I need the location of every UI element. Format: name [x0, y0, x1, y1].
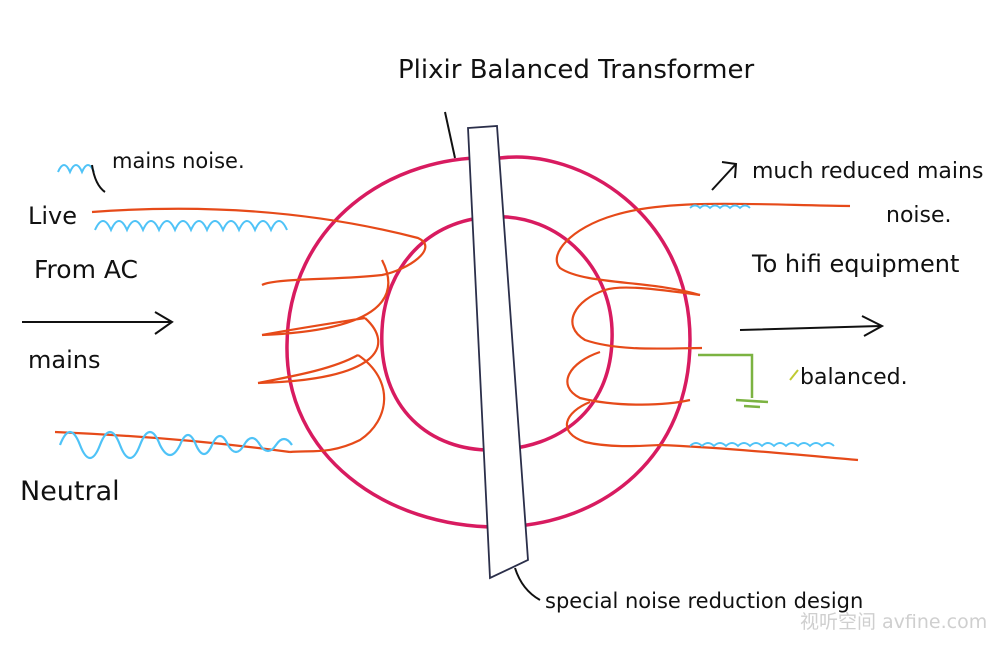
noise-leader: [91, 164, 106, 193]
neutral-noise-wave: [58, 430, 293, 460]
ground-symbol: [698, 353, 799, 409]
noise-legend-wave: [57, 164, 95, 175]
mains-noise-label: mains noise.: [112, 149, 245, 173]
from-ac-label: From AC: [34, 255, 138, 284]
live-label: Live: [28, 202, 77, 230]
primary-coil: [257, 259, 390, 454]
balanced-label: balanced.: [800, 365, 908, 390]
output-bottom-wire: [659, 443, 859, 462]
neutral-input-wire: [54, 430, 291, 454]
input-arrow: [22, 311, 174, 335]
annotation-arrows: [22, 161, 885, 601]
title-label: Plixir Balanced Transformer: [398, 55, 754, 85]
special-design-leader: [514, 567, 541, 601]
secondary-winding: [555, 202, 859, 462]
neutral-label: Neutral: [20, 476, 120, 507]
shield-bar: [444, 111, 529, 580]
reduced-noise-label-line1: much reduced mains: [752, 159, 983, 184]
secondary-coil: [565, 286, 703, 448]
live-input-wire: [91, 207, 427, 287]
primary-winding: [54, 207, 427, 454]
special-design-label: special noise reduction design: [545, 589, 863, 613]
noise-waves: [57, 164, 835, 460]
watermark: 视听空间 avfine.com: [800, 611, 987, 633]
output-bottom-noise: [689, 442, 835, 448]
mains-label: mains: [28, 346, 100, 374]
output-arrow: [739, 315, 885, 337]
reduced-noise-arrow: [711, 161, 738, 191]
output-top-noise: [689, 204, 751, 210]
live-noise-wave: [94, 220, 288, 233]
shield-bar-outline: [467, 125, 529, 580]
output-top-wire: [555, 202, 851, 297]
to-hifi-label: To hifi equipment: [751, 250, 959, 278]
shield-lead-line: [444, 111, 456, 159]
reduced-noise-label-line2: noise.: [886, 203, 952, 228]
